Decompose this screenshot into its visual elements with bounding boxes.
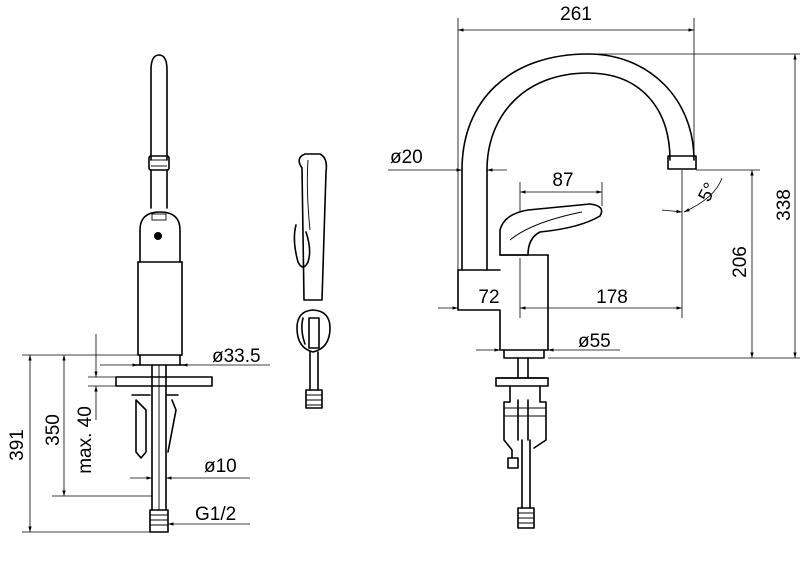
dim-g12: G1/2 xyxy=(195,504,236,525)
spray-head-view xyxy=(293,153,331,409)
front-view xyxy=(457,53,697,529)
dim-391: 391 xyxy=(7,429,28,461)
dim-178: 178 xyxy=(596,287,628,308)
dim-d20: ø20 xyxy=(390,147,423,168)
dim-338: 338 xyxy=(774,189,795,221)
dim-5deg: 5° xyxy=(695,179,722,205)
side-view xyxy=(115,54,213,533)
dim-87: 87 xyxy=(552,170,573,191)
dim-72: 72 xyxy=(478,287,499,308)
dim-max40: max. 40 xyxy=(75,406,96,474)
dim-261: 261 xyxy=(560,4,592,25)
dimension-lines xyxy=(22,18,800,533)
dim-d10: ø10 xyxy=(204,456,237,477)
dim-206: 206 xyxy=(730,246,751,278)
dim-d33-5: ø33.5 xyxy=(212,346,261,367)
dim-d55: ø55 xyxy=(578,331,611,352)
dim-350: 350 xyxy=(43,414,64,446)
dimension-labels: 261 338 206 ø20 87 5° 72 178 ø55 ø33.5 m… xyxy=(7,4,795,525)
